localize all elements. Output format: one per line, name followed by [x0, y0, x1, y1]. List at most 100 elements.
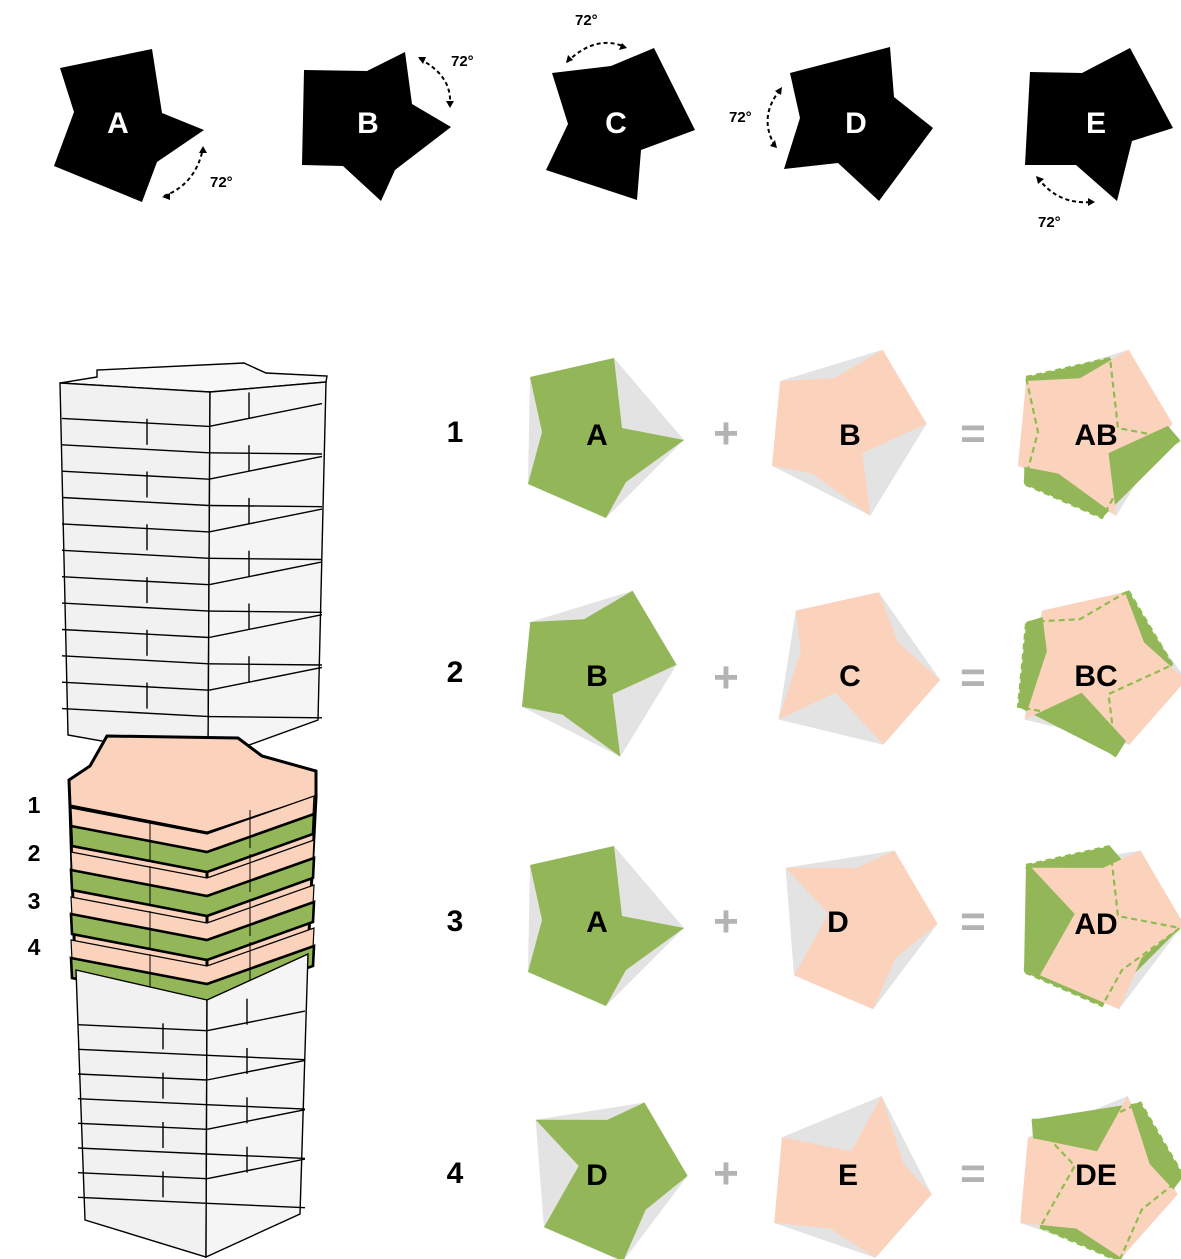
shape-d-star [784, 47, 933, 201]
plus-operator: + [713, 897, 739, 946]
dashed-outline [1016, 589, 1175, 760]
arrowhead [162, 193, 170, 200]
block-edge [77, 1098, 208, 1106]
block-edge [77, 1122, 208, 1130]
angle-label: 72° [1038, 214, 1061, 231]
block-edge [208, 402, 323, 428]
block-edge [77, 1024, 208, 1032]
lower-left-face [75, 969, 208, 1258]
shape-e-letter: E [1086, 107, 1106, 140]
block-edge [206, 1104, 306, 1110]
shape-b-star [302, 52, 451, 201]
block-edge [61, 655, 210, 665]
second-shape [785, 850, 938, 1010]
combination-row-3: 3 A + D = AD [447, 844, 1181, 1010]
rotation-arrow [566, 41, 626, 63]
shape-e-star [1025, 48, 1173, 201]
row-number: 1 [447, 416, 464, 449]
shape-a-star [54, 49, 204, 202]
block-edge [61, 681, 210, 691]
rotation-arrow [419, 58, 452, 105]
first-shape [522, 590, 677, 757]
result-letters: AB [1074, 419, 1117, 452]
star-shape [522, 590, 677, 757]
block-edge [208, 610, 323, 613]
star-shape [1018, 349, 1173, 516]
result-letters: DE [1075, 1159, 1117, 1192]
floor-band [69, 812, 316, 874]
block-edge [206, 1202, 306, 1209]
tower-illustration: 1 2 3 4 [28, 362, 328, 1259]
arrowhead [199, 146, 207, 153]
combination-row-2: 2 B + C = BC [447, 589, 1181, 760]
second-letter: C [839, 660, 861, 693]
first-letter: A [586, 906, 608, 939]
shape-d-letter: D [845, 107, 867, 140]
star-shape [1020, 1096, 1178, 1258]
combination-row-4: 4 D + E = DE [447, 1096, 1181, 1259]
block-lines [77, 998, 306, 1209]
rotation-sequence: A 72° B 72° C 72° D [54, 12, 1173, 231]
arrowhead [775, 87, 782, 95]
block-edge [61, 444, 210, 454]
combination-rows: 1 A + B = AB 2 B + C = BC 3 A + [447, 349, 1181, 1259]
first-letter: D [586, 1159, 608, 1192]
star-shape [772, 349, 927, 516]
star-shape [1024, 592, 1181, 745]
star-shape [535, 1102, 688, 1259]
block-edge [77, 1196, 208, 1204]
floor-label-3: 3 [28, 888, 41, 914]
rotation-arrow [766, 89, 781, 147]
shape-a: A 72° [54, 49, 233, 202]
angle-label: 72° [575, 12, 598, 29]
second-letter: D [827, 906, 849, 939]
block-edge [61, 707, 210, 718]
block-edge [77, 1147, 208, 1155]
block-edge [206, 1109, 306, 1130]
block-edge [77, 1073, 208, 1081]
result-letters: BC [1074, 660, 1117, 693]
first-shape [528, 358, 684, 518]
row-number: 2 [447, 656, 464, 689]
block-edge [206, 1059, 306, 1081]
arrowhead [566, 55, 573, 63]
block-edge [206, 1158, 306, 1180]
rotation-arrow [1037, 177, 1093, 204]
dashed-outline [1029, 1101, 1181, 1259]
plus-operator: + [713, 653, 739, 702]
shape-a-letter: A [107, 107, 129, 140]
star-shape [774, 1096, 932, 1258]
second-letter: B [839, 419, 861, 452]
result-shape [1016, 589, 1181, 760]
block-edge [208, 452, 323, 455]
lower-stack [75, 952, 309, 1259]
shape-c: C 72° [546, 12, 695, 200]
block-edge [208, 557, 323, 561]
floor-label-2: 2 [28, 840, 41, 866]
row-number: 3 [447, 905, 464, 938]
result-shape [1018, 349, 1181, 520]
star-shape [528, 846, 684, 1006]
first-letter: A [586, 419, 608, 452]
second-shape [772, 349, 927, 516]
result-letters: AD [1074, 908, 1117, 941]
block-edge [77, 1048, 208, 1056]
block-edge [208, 666, 323, 691]
block-edge [208, 504, 323, 508]
second-shape [774, 1096, 932, 1258]
dashed-outline [1022, 844, 1181, 1008]
shape-e: E 72° [1025, 48, 1173, 231]
block-edge [208, 715, 323, 719]
arrowhead [1036, 176, 1044, 184]
star-shape [778, 592, 941, 745]
block-edge [206, 1054, 306, 1061]
block-edge [208, 508, 323, 533]
upper-right-face [207, 381, 327, 762]
upper-stack [59, 362, 328, 762]
block-edge [206, 1010, 306, 1032]
block-edge [61, 628, 210, 639]
block-edge [208, 663, 323, 666]
highlighted-floors [67, 734, 318, 1006]
result-shape [1020, 1096, 1181, 1259]
